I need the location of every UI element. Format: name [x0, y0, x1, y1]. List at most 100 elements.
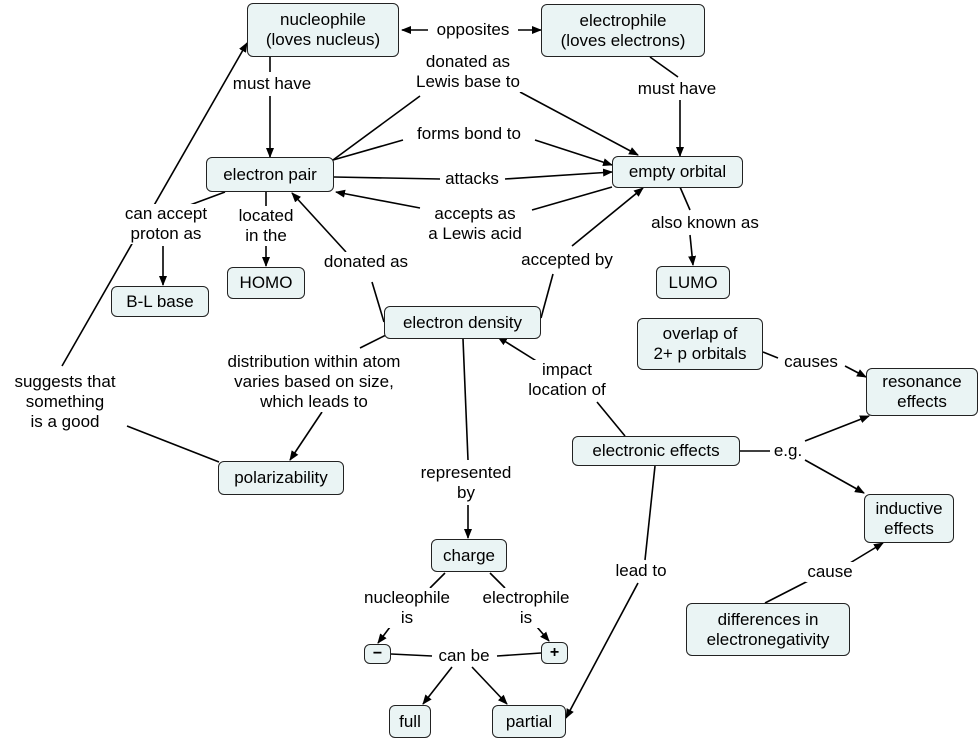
link-represented-line2: by [457, 483, 475, 502]
link-forms-bond-to: forms bond to [415, 124, 523, 144]
link-accepts-lewis-line1: accepts as [434, 204, 516, 223]
node-full[interactable]: full [389, 705, 431, 738]
edge-donated-as-a [371, 281, 385, 323]
node-resonance[interactable]: resonance effects [866, 368, 978, 416]
link-opposites-text: opposites [436, 20, 510, 39]
node-full-label: full [399, 711, 421, 731]
link-represented-by: represented by [418, 463, 514, 503]
link-causes: causes [782, 352, 840, 372]
link-distribution-line2: varies based on size, [234, 372, 394, 391]
node-resonance-line2: effects [897, 392, 947, 411]
node-differences-line2: electronegativity [706, 629, 830, 649]
node-lumo[interactable]: LUMO [656, 266, 730, 299]
link-distribution-line1: distribution within atom [227, 352, 401, 371]
edge-donated-lewis-b [519, 91, 639, 156]
link-impact-line2: location of [528, 380, 606, 399]
edge-alsoknown-a [679, 186, 691, 211]
edge-donated-lewis-a [332, 95, 421, 161]
link-represented-line1: represented [420, 463, 512, 482]
edge-can-be-left [390, 653, 433, 657]
edge-nuc-is-b [377, 626, 391, 644]
node-electronic-effects-label: electronic effects [592, 441, 720, 460]
link-suggests-that: suggests that something is a good [12, 372, 118, 432]
link-must-have-electrophile: must have [635, 79, 719, 99]
link-attacks-text: attacks [445, 169, 499, 188]
node-polarizability[interactable]: polarizability [218, 461, 344, 495]
node-differences[interactable]: differences in electronegativity [686, 603, 850, 656]
edge-eg-resonance [804, 415, 870, 442]
link-must-have-nucleophile-text: must have [232, 74, 312, 93]
link-located-line2: in the [245, 226, 287, 245]
node-electrophile-line2: (loves electrons) [560, 30, 686, 50]
edge-accepted-by-b [571, 187, 644, 247]
node-overlap-line2: 2+ p orbitals [653, 344, 747, 363]
link-distribution-within-atom: distribution within atom varies based on… [225, 352, 403, 412]
node-electron-density-label: electron density [402, 312, 523, 332]
node-bl-base-label: B-L base [126, 291, 194, 311]
node-electrophile-line1: electrophile [579, 10, 667, 30]
edge-nuc-is-a [429, 572, 446, 589]
node-inductive-line2: effects [884, 518, 934, 538]
link-donated-lewis-line1: donated as [425, 52, 511, 71]
edge-elec-is-a [489, 572, 506, 589]
link-must-have-electrophile-text: must have [637, 79, 717, 98]
node-inductive[interactable]: inductive effects [864, 494, 954, 543]
node-electron-pair-label: electron pair [223, 164, 317, 184]
edge-elec-musthave-a [649, 56, 679, 78]
link-opposites: opposites [434, 20, 512, 40]
edge-can-be-full [422, 666, 453, 705]
link-electrophile-is-line2: is [519, 608, 533, 627]
edge-lead-to-a [644, 465, 656, 561]
node-charge-label: charge [443, 545, 495, 565]
minus-sign-label: − [372, 645, 383, 662]
edge-distribution-b [289, 411, 323, 461]
link-lead-to: lead to [613, 561, 669, 581]
link-also-known-text: also known as [651, 213, 759, 232]
node-nucleophile[interactable]: nucleophile (loves nucleus) [247, 3, 399, 57]
edge-eg-inductive [804, 459, 865, 494]
node-homo[interactable]: HOMO [227, 267, 305, 299]
link-cause-text: cause [807, 562, 853, 581]
link-accepted-by-text: accepted by [521, 250, 613, 269]
edge-attacks-a [333, 176, 441, 180]
link-also-known-as: also known as [649, 213, 761, 233]
link-located-in-the: located in the [236, 206, 296, 246]
link-impact-line1: impact [541, 360, 593, 379]
link-suggests-line1: suggests that [14, 372, 116, 391]
link-attacks: attacks [443, 169, 501, 189]
node-overlap[interactable]: overlap of 2+ p orbitals [637, 318, 763, 370]
node-charge[interactable]: charge [431, 539, 507, 572]
link-donated-as-text: donated as [323, 252, 409, 271]
link-suggests-line2: something [25, 392, 105, 411]
edge-impact-a [596, 401, 626, 437]
link-suggests-line3: is a good [30, 412, 100, 431]
edge-cause-a [764, 579, 811, 604]
link-nucleophile-is-line2: is [400, 608, 414, 627]
node-bl-base[interactable]: B-L base [111, 286, 209, 317]
link-can-accept-line1: can accept [124, 204, 208, 223]
edge-distribution-a [359, 333, 389, 349]
link-cause: cause [805, 562, 855, 582]
edge-causes-b [844, 365, 867, 378]
link-accepted-by: accepted by [519, 250, 615, 270]
node-plus[interactable]: + [541, 642, 568, 664]
link-located-line1: located [238, 206, 294, 225]
edge-impact-b [497, 336, 539, 363]
node-electron-pair[interactable]: electron pair [206, 157, 334, 192]
node-lumo-label: LUMO [668, 272, 718, 292]
edge-can-be-right [496, 652, 542, 657]
node-electrophile[interactable]: electrophile (loves electrons) [541, 4, 705, 57]
node-empty-orbital-label: empty orbital [628, 162, 727, 181]
node-empty-orbital[interactable]: empty orbital [612, 156, 743, 188]
node-resonance-line1: resonance [882, 372, 962, 391]
node-partial[interactable]: partial [492, 705, 566, 738]
node-minus[interactable]: − [364, 644, 391, 664]
node-differences-line1: differences in [717, 609, 819, 629]
link-electrophile-is: electrophile is [480, 588, 572, 628]
link-nucleophile-is: nucleophile is [361, 588, 453, 628]
link-can-be: can be [436, 646, 492, 666]
node-electron-density[interactable]: electron density [384, 306, 541, 339]
node-electronic-effects[interactable]: electronic effects [572, 436, 740, 466]
